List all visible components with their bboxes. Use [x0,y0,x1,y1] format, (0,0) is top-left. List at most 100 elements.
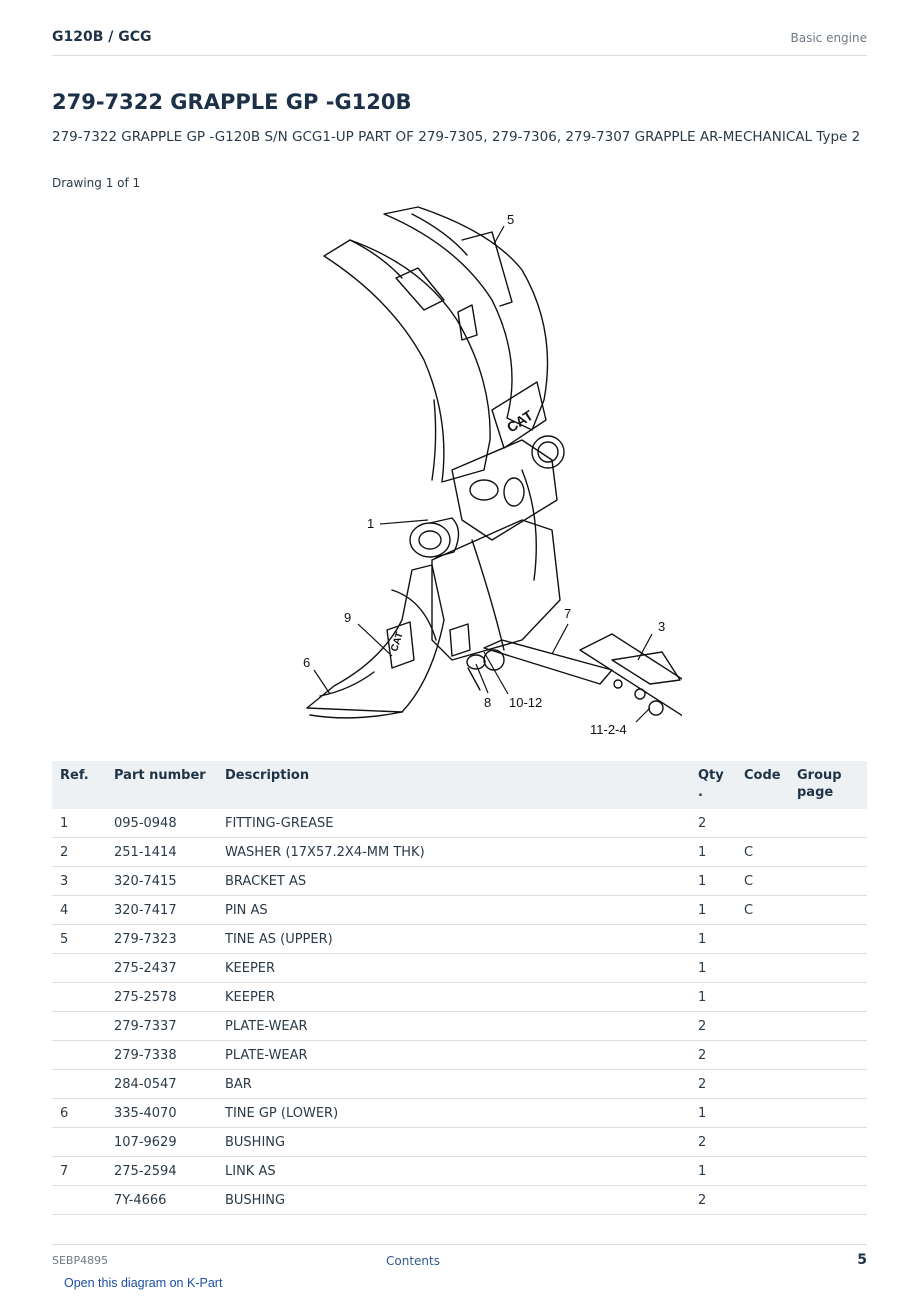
cell-description: BUSHING [217,1127,690,1157]
page-footer: SEBP4895 Contents 5 [52,1244,867,1273]
cell-part-number: 251-1414 [106,837,217,867]
cell-ref: 3 [52,866,106,896]
cell-description: KEEPER [217,953,690,983]
cell-description: WASHER (17X57.2X4-MM THK) [217,837,690,867]
callout-9: 9 [344,610,351,625]
cell-qty: 2 [690,809,736,838]
pivot-bore-center [469,479,499,501]
pin-washer [466,654,486,670]
cell-part-number: 320-7417 [106,895,217,925]
cell-group-page [789,982,867,1012]
cell-qty: 2 [690,1127,736,1157]
cell-ref [52,953,106,983]
lower-frame [431,519,561,661]
cell-part-number: 275-2594 [106,1156,217,1186]
diagram-callouts: 5 1 7 3 9 6 8 10-12 11-2-4 [303,212,665,737]
col-qty: Qty . [690,761,736,809]
cell-ref: 6 [52,1098,106,1128]
cell-qty: 2 [690,1040,736,1070]
cell-ref [52,1069,106,1099]
cell-part-number: 320-7415 [106,866,217,896]
cell-ref [52,982,106,1012]
cell-ref [52,1127,106,1157]
cell-part-number: 284-0547 [106,1069,217,1099]
cell-group-page [789,953,867,983]
group-description: 279-7322 GRAPPLE GP -G120B S/N GCG1-UP P… [52,129,861,145]
cell-part-number: 279-7323 [106,924,217,954]
cell-group-page [789,1040,867,1070]
cell-ref [52,1185,106,1215]
cell-code [736,1069,789,1099]
cell-group-page [789,1156,867,1186]
open-kpart-link[interactable]: Open this diagram on K-Part [64,1276,223,1290]
cell-description: TINE AS (UPPER) [217,924,690,954]
page-header: G120B / GCG Basic engine [52,29,867,56]
cell-part-number: 279-7338 [106,1040,217,1070]
section-label: Basic engine [790,31,867,45]
cell-code [736,1185,789,1215]
cell-code [736,1098,789,1128]
cell-part-number: 279-7337 [106,1011,217,1041]
cell-description: BAR [217,1069,690,1099]
grease-fitting-ring [409,522,451,558]
cell-qty: 1 [690,866,736,896]
cell-ref: 5 [52,924,106,954]
cell-group-page [789,866,867,896]
cell-description: KEEPER [217,982,690,1012]
upper-cat-plate [491,381,547,449]
cell-qty: 2 [690,1185,736,1215]
contents-link[interactable]: Contents [386,1254,440,1268]
cell-code [736,953,789,983]
col-group-page: Group page [789,761,867,809]
callout-3: 3 [658,619,665,634]
col-code: Code [736,761,789,809]
cell-qty: 1 [690,982,736,1012]
cell-group-page [789,1011,867,1041]
grapple-exploded-diagram[interactable]: 5 1 7 3 9 6 8 10-12 11-2-4 CAT CAT [252,200,682,745]
callout-11-2-4: 11-2-4 [590,722,627,737]
cell-ref [52,1040,106,1070]
document-id: SEBP4895 [52,1254,109,1267]
cell-qty: 1 [690,895,736,925]
table-header-row: Ref. Part number Description Qty . Code … [52,761,867,809]
cell-group-page [789,1185,867,1215]
cell-group-page [789,809,867,838]
cell-qty: 2 [690,1069,736,1099]
cell-part-number: 275-2437 [106,953,217,983]
bracket-assembly [579,633,682,717]
upper-tine-back [383,206,549,431]
cell-qty: 1 [690,1098,736,1128]
col-description: Description [217,761,690,809]
cell-description: PLATE-WEAR [217,1040,690,1070]
cell-qty: 1 [690,953,736,983]
cell-part-number: 275-2578 [106,982,217,1012]
cell-description: FITTING-GREASE [217,809,690,838]
cat-logo-lower: CAT [389,631,406,653]
cell-part-number: 095-0948 [106,809,217,838]
cell-group-page [789,1127,867,1157]
cell-code [736,1156,789,1186]
cell-code [736,924,789,954]
cell-ref: 1 [52,809,106,838]
drawing-label: Drawing 1 of 1 [52,176,141,190]
cell-code: C [736,866,789,896]
callout-7: 7 [564,606,571,621]
cell-code: C [736,895,789,925]
cell-qty: 2 [690,1011,736,1041]
cell-description: PIN AS [217,895,690,925]
callout-1: 1 [367,516,374,531]
cell-group-page [789,1069,867,1099]
cell-ref: 4 [52,895,106,925]
